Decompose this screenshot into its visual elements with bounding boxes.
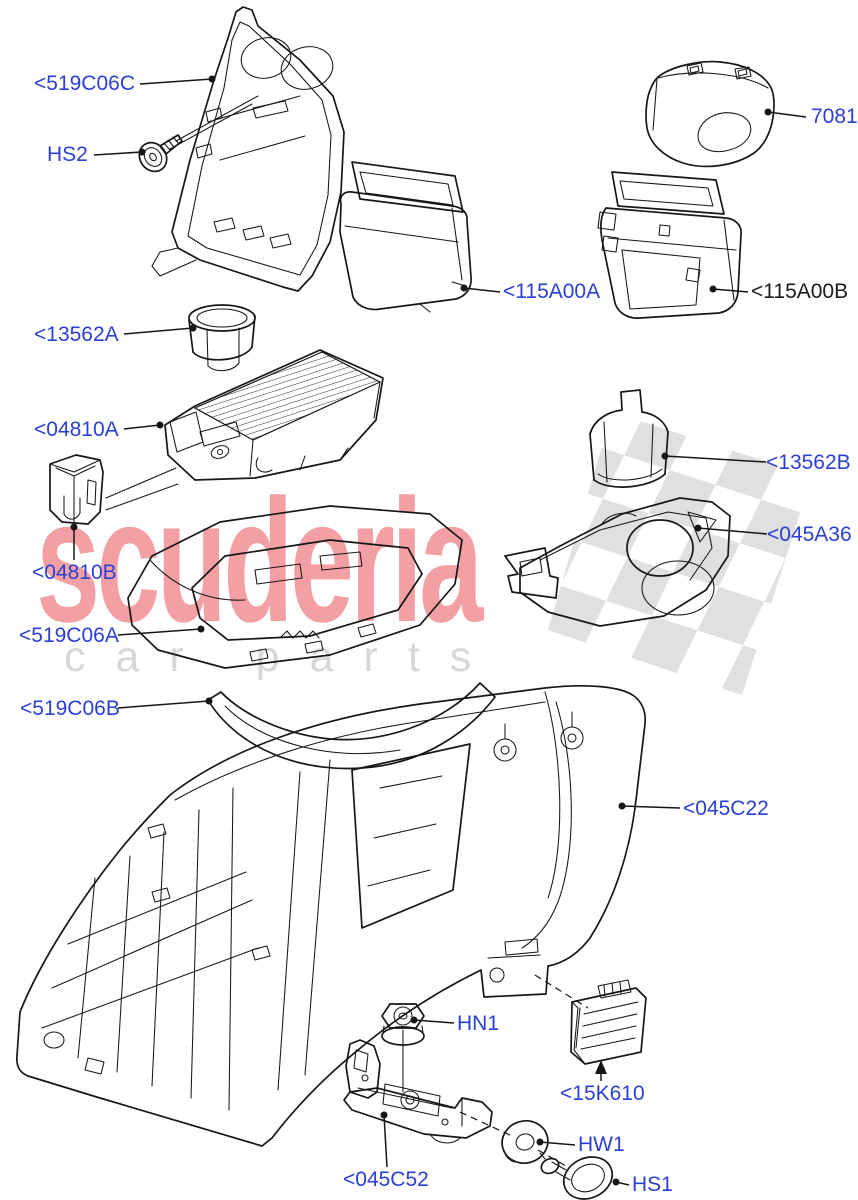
part-519C06C-drawing [151,6,345,292]
part-label-HN1: HN1 [457,1012,500,1035]
part-label-115A00A: <115A00A [503,280,601,303]
part-04810A-drawing [164,349,384,481]
part-label-HS1: HS1 [632,1173,673,1196]
part-label-519C06B: <519C06B [20,697,120,720]
part-label-HS2: HS2 [47,143,88,166]
part-label-045A36: <045A36 [767,523,852,546]
washer-HW1-drawing [501,1120,549,1164]
part-15K610-drawing [570,979,647,1065]
part-7081-drawing [645,60,775,168]
part-label-519C06C: <519C06C [34,72,135,95]
part-115A00B-drawing [597,171,742,319]
leader-lines [70,75,807,1186]
part-13562A-drawing [188,304,256,372]
part-label-115A00B: <115A00B [751,280,849,303]
part-115A00A-drawing [339,161,472,313]
part-label-13562B: <13562B [766,451,851,474]
part-04810B-drawing [49,454,179,525]
part-label-13562A: <13562A [34,323,119,346]
part-label-519C06A: <519C06A [19,624,119,647]
screw-HS1-drawing [539,1152,614,1200]
part-519C06B-drawing [207,682,496,770]
part-label-04810A: <04810A [34,418,119,441]
part-label-7081: 7081 [811,105,858,128]
part-label-045C22: <045C22 [683,797,769,820]
part-045A36-drawing [504,497,731,627]
part-label-045C52: <045C52 [343,1168,429,1191]
part-045C22-drawing [16,684,647,1147]
part-045C52-drawing [343,1039,493,1144]
watermark-brand-text: scuderia [36,464,483,659]
assembly-dashed-lines [459,974,589,1167]
nut-HN1-drawing [381,1003,425,1093]
part-label-HW1: HW1 [578,1133,625,1156]
part-label-04810B: <04810B [32,561,117,584]
part-519C06A-drawing [127,505,463,669]
screw-HS2-drawing [138,95,259,173]
part-label-15K610: <15K610 [560,1082,645,1105]
